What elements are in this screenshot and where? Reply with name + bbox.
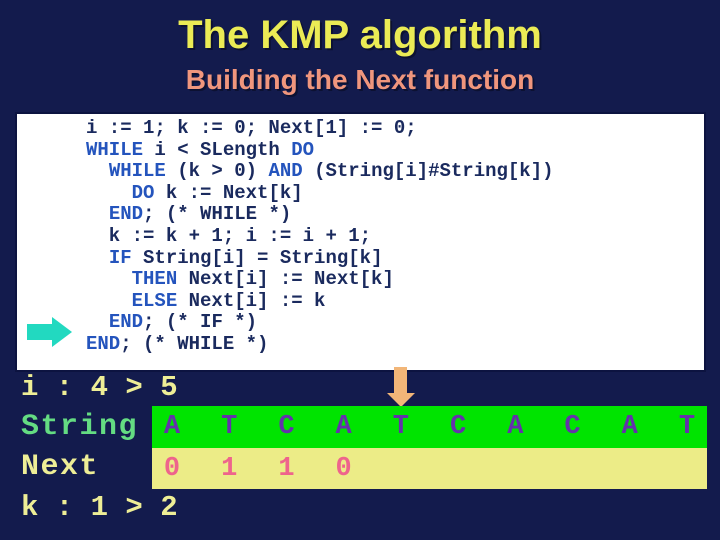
next-cell: 0: [335, 453, 352, 484]
string-cell: C: [278, 412, 295, 442]
arrow-tail: [27, 324, 52, 340]
position-arrow-icon: [386, 367, 415, 407]
code-line: WHILE (k > 0) AND (String[i]#String[k]): [108, 160, 554, 183]
string-cell: A: [163, 412, 181, 442]
next-cell: 0: [163, 453, 181, 484]
i-counter-text: i : 4 > 5: [21, 371, 178, 404]
code-panel: i := 1; k := 0; Next[1] := 0;WHILE i < S…: [15, 112, 706, 372]
next-row-label: Next: [21, 450, 100, 484]
string-cell: A: [507, 412, 524, 442]
slide-title: The KMP algorithm: [178, 13, 542, 57]
code-line: WHILE i < SLength DO: [86, 138, 315, 161]
code-line: ELSE Next[i] := k: [131, 289, 326, 312]
code-line: END; (* WHILE *): [86, 332, 269, 355]
code-line: i := 1; k := 0; Next[1] := 0;: [86, 117, 417, 139]
string-cell: A: [335, 412, 352, 442]
next-cell: 1: [221, 453, 238, 484]
string-cell: T: [221, 412, 238, 442]
current-line-arrow-icon: [27, 317, 73, 347]
string-row-label: String: [21, 410, 139, 444]
code-line: THEN Next[i] := Next[k]: [131, 268, 394, 291]
string-cell: T: [392, 412, 409, 442]
code-line: END; (* WHILE *): [108, 203, 292, 226]
string-cell: A: [621, 412, 638, 442]
code-line: IF String[i] = String[k]: [108, 246, 383, 269]
arrow-shaft: [394, 367, 407, 393]
arrow-head: [52, 317, 72, 347]
k-counter-text: k : 1 > 2: [21, 491, 178, 524]
arrow-head: [386, 393, 415, 407]
code-line: k := k + 1; i := i + 1;: [86, 224, 372, 247]
string-cell: T: [678, 412, 696, 442]
code-line: DO k := Next[k]: [131, 181, 303, 204]
next-row: 0 1 1 0: [152, 448, 707, 489]
code-block: i := 1; k := 0; Next[1] := 0;WHILE i < S…: [17, 114, 704, 356]
string-cell: C: [564, 412, 581, 442]
code-line: END; (* IF *): [108, 311, 258, 334]
string-cell: C: [449, 412, 467, 442]
slide-subtitle: Building the Next function: [185, 64, 535, 95]
next-cell: 1: [278, 453, 295, 484]
